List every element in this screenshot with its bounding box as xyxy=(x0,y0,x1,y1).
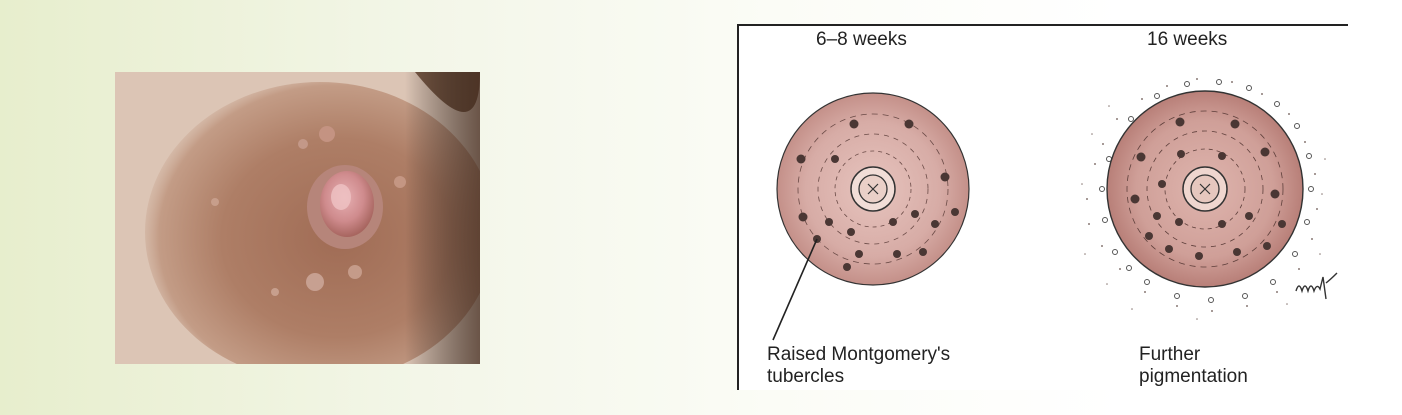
montgomery-tubercles-caption: Raised Montgomery's tubercles xyxy=(767,344,950,388)
diagram-art xyxy=(772,78,1326,341)
caption-line: Raised Montgomery's xyxy=(767,344,951,365)
caption-line: tubercles xyxy=(767,366,845,387)
stage-6-8-weeks-title: 6–8 weeks xyxy=(816,29,907,50)
further-pigmentation-caption: Further pigmentation xyxy=(1139,344,1248,388)
stage-16-weeks-title: 16 weeks xyxy=(1147,29,1228,50)
frame-top-border xyxy=(737,24,1348,26)
areola-photo xyxy=(115,72,480,364)
areola-6-8-weeks xyxy=(772,92,970,341)
caption-line: pigmentation xyxy=(1139,366,1248,387)
frame-left-border xyxy=(737,24,739,390)
pregnancy-areola-diagram: 6–8 weeks 16 weeks Raised Montgomery's t… xyxy=(737,24,1348,390)
areola-16-weeks xyxy=(1081,78,1326,320)
artist-signature-icon xyxy=(1295,272,1338,300)
caption-line: Further xyxy=(1139,344,1201,365)
